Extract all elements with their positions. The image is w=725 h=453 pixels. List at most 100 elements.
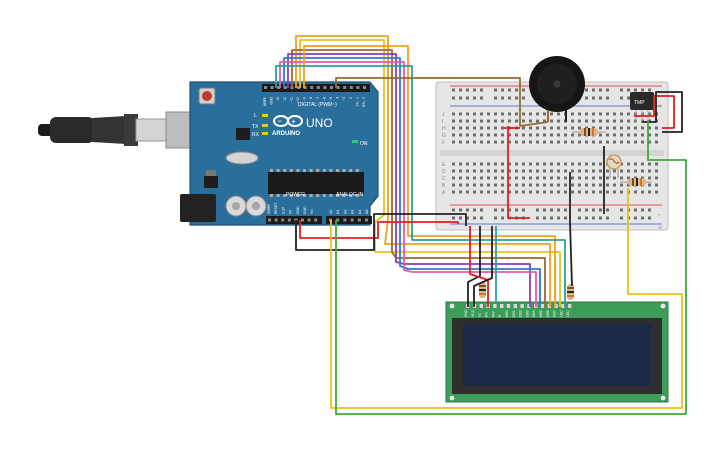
lcd-pin-label: DB0: [505, 310, 509, 317]
lcd-pin-label: LED: [559, 310, 563, 317]
wire-red-rail: [507, 126, 530, 219]
usb-chip: [236, 128, 250, 140]
wire-yellow-a0: [330, 188, 683, 409]
lcd-pin-label: DB1: [512, 310, 516, 317]
wire-black-lcd-gnd: [467, 226, 481, 307]
arduino-logo-text: ARDUINO: [272, 131, 300, 137]
digital-pin-label: GND: [270, 96, 274, 104]
analog-header: [326, 216, 372, 224]
resistor-breadboard-1: [572, 128, 606, 136]
row-letter: I: [442, 119, 443, 125]
lcd-pin-label: DB2: [519, 310, 523, 317]
on-label: ON: [360, 141, 368, 147]
wire-green-a1: [335, 120, 687, 415]
row-letter: A: [442, 190, 446, 196]
wire-black-lcd-v0: [473, 226, 493, 307]
board-model: UNO: [306, 116, 333, 130]
resistor-lcd-1: [479, 282, 486, 298]
rail-plus-label-bottom: +: [658, 225, 662, 232]
power-header: [266, 216, 322, 224]
resistor-breadboard-2: [620, 178, 652, 186]
wire-blue-d8: [283, 57, 541, 307]
power-pin-label: GND: [296, 206, 300, 214]
analog-pin-label: A0: [329, 210, 333, 214]
rail-minus-label: -: [658, 210, 661, 219]
photoresistor: [606, 154, 622, 178]
tmp-temperature-sensor: TMP: [630, 92, 654, 122]
wires: [275, 35, 687, 415]
wire-yellow-d12: [299, 39, 561, 307]
power-pin-label: 5V: [289, 209, 293, 214]
wire-red-rail-right: [634, 95, 675, 129]
lcd-pin-label: RW: [491, 311, 495, 317]
atmega-chip: [268, 172, 364, 194]
row-letter: F: [442, 140, 445, 146]
lcd-pin-label: LED: [566, 310, 570, 317]
digital-pin-label: ~9: [303, 97, 307, 101]
capacitors: [225, 195, 267, 217]
wire-purple-d9: [287, 53, 531, 307]
digital-pin-label: 13: [276, 97, 280, 101]
wire-black-gnd-2: [569, 172, 573, 287]
dc-power-jack[interactable]: [180, 194, 216, 222]
led-label-l: L: [254, 113, 257, 119]
rail-plus-label-top: +: [658, 103, 662, 110]
lcd-pin-label: V0: [478, 313, 482, 317]
wire-brown-d10: [291, 49, 546, 307]
svg-text:−: −: [278, 119, 282, 126]
analog-pin-label: A4: [358, 210, 362, 214]
lcd-pin-label: DB6: [546, 310, 550, 317]
digital-pin-label: 12: [283, 97, 287, 101]
digital-pin-label: 8: [309, 97, 313, 99]
digital-pin-label: 7: [316, 97, 320, 99]
digital-header: [262, 84, 370, 92]
resistor-lcd-2: [567, 284, 574, 300]
led-indicators: L TX RX ON: [252, 113, 368, 147]
digital-label: DIGITAL (PWM~): [298, 102, 337, 108]
row-letter: G: [442, 133, 446, 139]
lcd-pin-label: DB5: [539, 310, 543, 317]
digital-pin-label: ~10: [296, 97, 300, 103]
wire-red-lcd-vcc: [469, 226, 489, 307]
row-letter: D: [442, 169, 446, 175]
analog-pin-label: A2: [343, 210, 347, 214]
lcd-screen: [463, 324, 651, 386]
lcd-pin-label: GND: [464, 309, 468, 317]
row-letter: J: [442, 112, 445, 118]
digital-pin-label: 4: [336, 97, 340, 99]
usb-cable: [38, 111, 195, 149]
digital-pin-label: ~6: [322, 97, 326, 101]
power-pin-label: RESET: [274, 203, 278, 214]
digital-pin-label: TX→1: [355, 97, 359, 107]
svg-text:+: +: [292, 119, 296, 126]
digital-pin-label: AREF: [263, 97, 267, 106]
led-label-tx: TX: [252, 124, 259, 130]
reset-button[interactable]: [198, 87, 216, 105]
power-label: POWER: [286, 192, 305, 198]
piezo-buzzer: [529, 56, 585, 122]
power-pin-label: GND: [303, 206, 307, 214]
power-pin-label: 3.3V: [281, 206, 285, 214]
wire-orange-d6: [303, 45, 556, 307]
digital-pin-label: ~5: [329, 97, 333, 101]
wire-pink-d7: [279, 61, 537, 307]
power-pin-label: Vin: [310, 209, 314, 214]
analog-pin-label: A3: [351, 210, 355, 214]
sensor-label: TMP: [634, 100, 645, 106]
digital-pin-label: ~11: [289, 97, 293, 103]
arduino-logo-icon: − +: [273, 115, 303, 127]
analog-pin-label: A1: [336, 210, 340, 214]
wire-black-gnd: [295, 213, 467, 251]
voltage-regulator: [204, 176, 218, 188]
analog-pin-label: A5: [365, 210, 369, 214]
lcd-pin-label: DB3: [525, 310, 529, 317]
digital-pin-label: ~3: [342, 97, 346, 101]
wire-brown-buzzer: [335, 77, 549, 127]
analog-label: ANALOG IN: [336, 192, 364, 198]
